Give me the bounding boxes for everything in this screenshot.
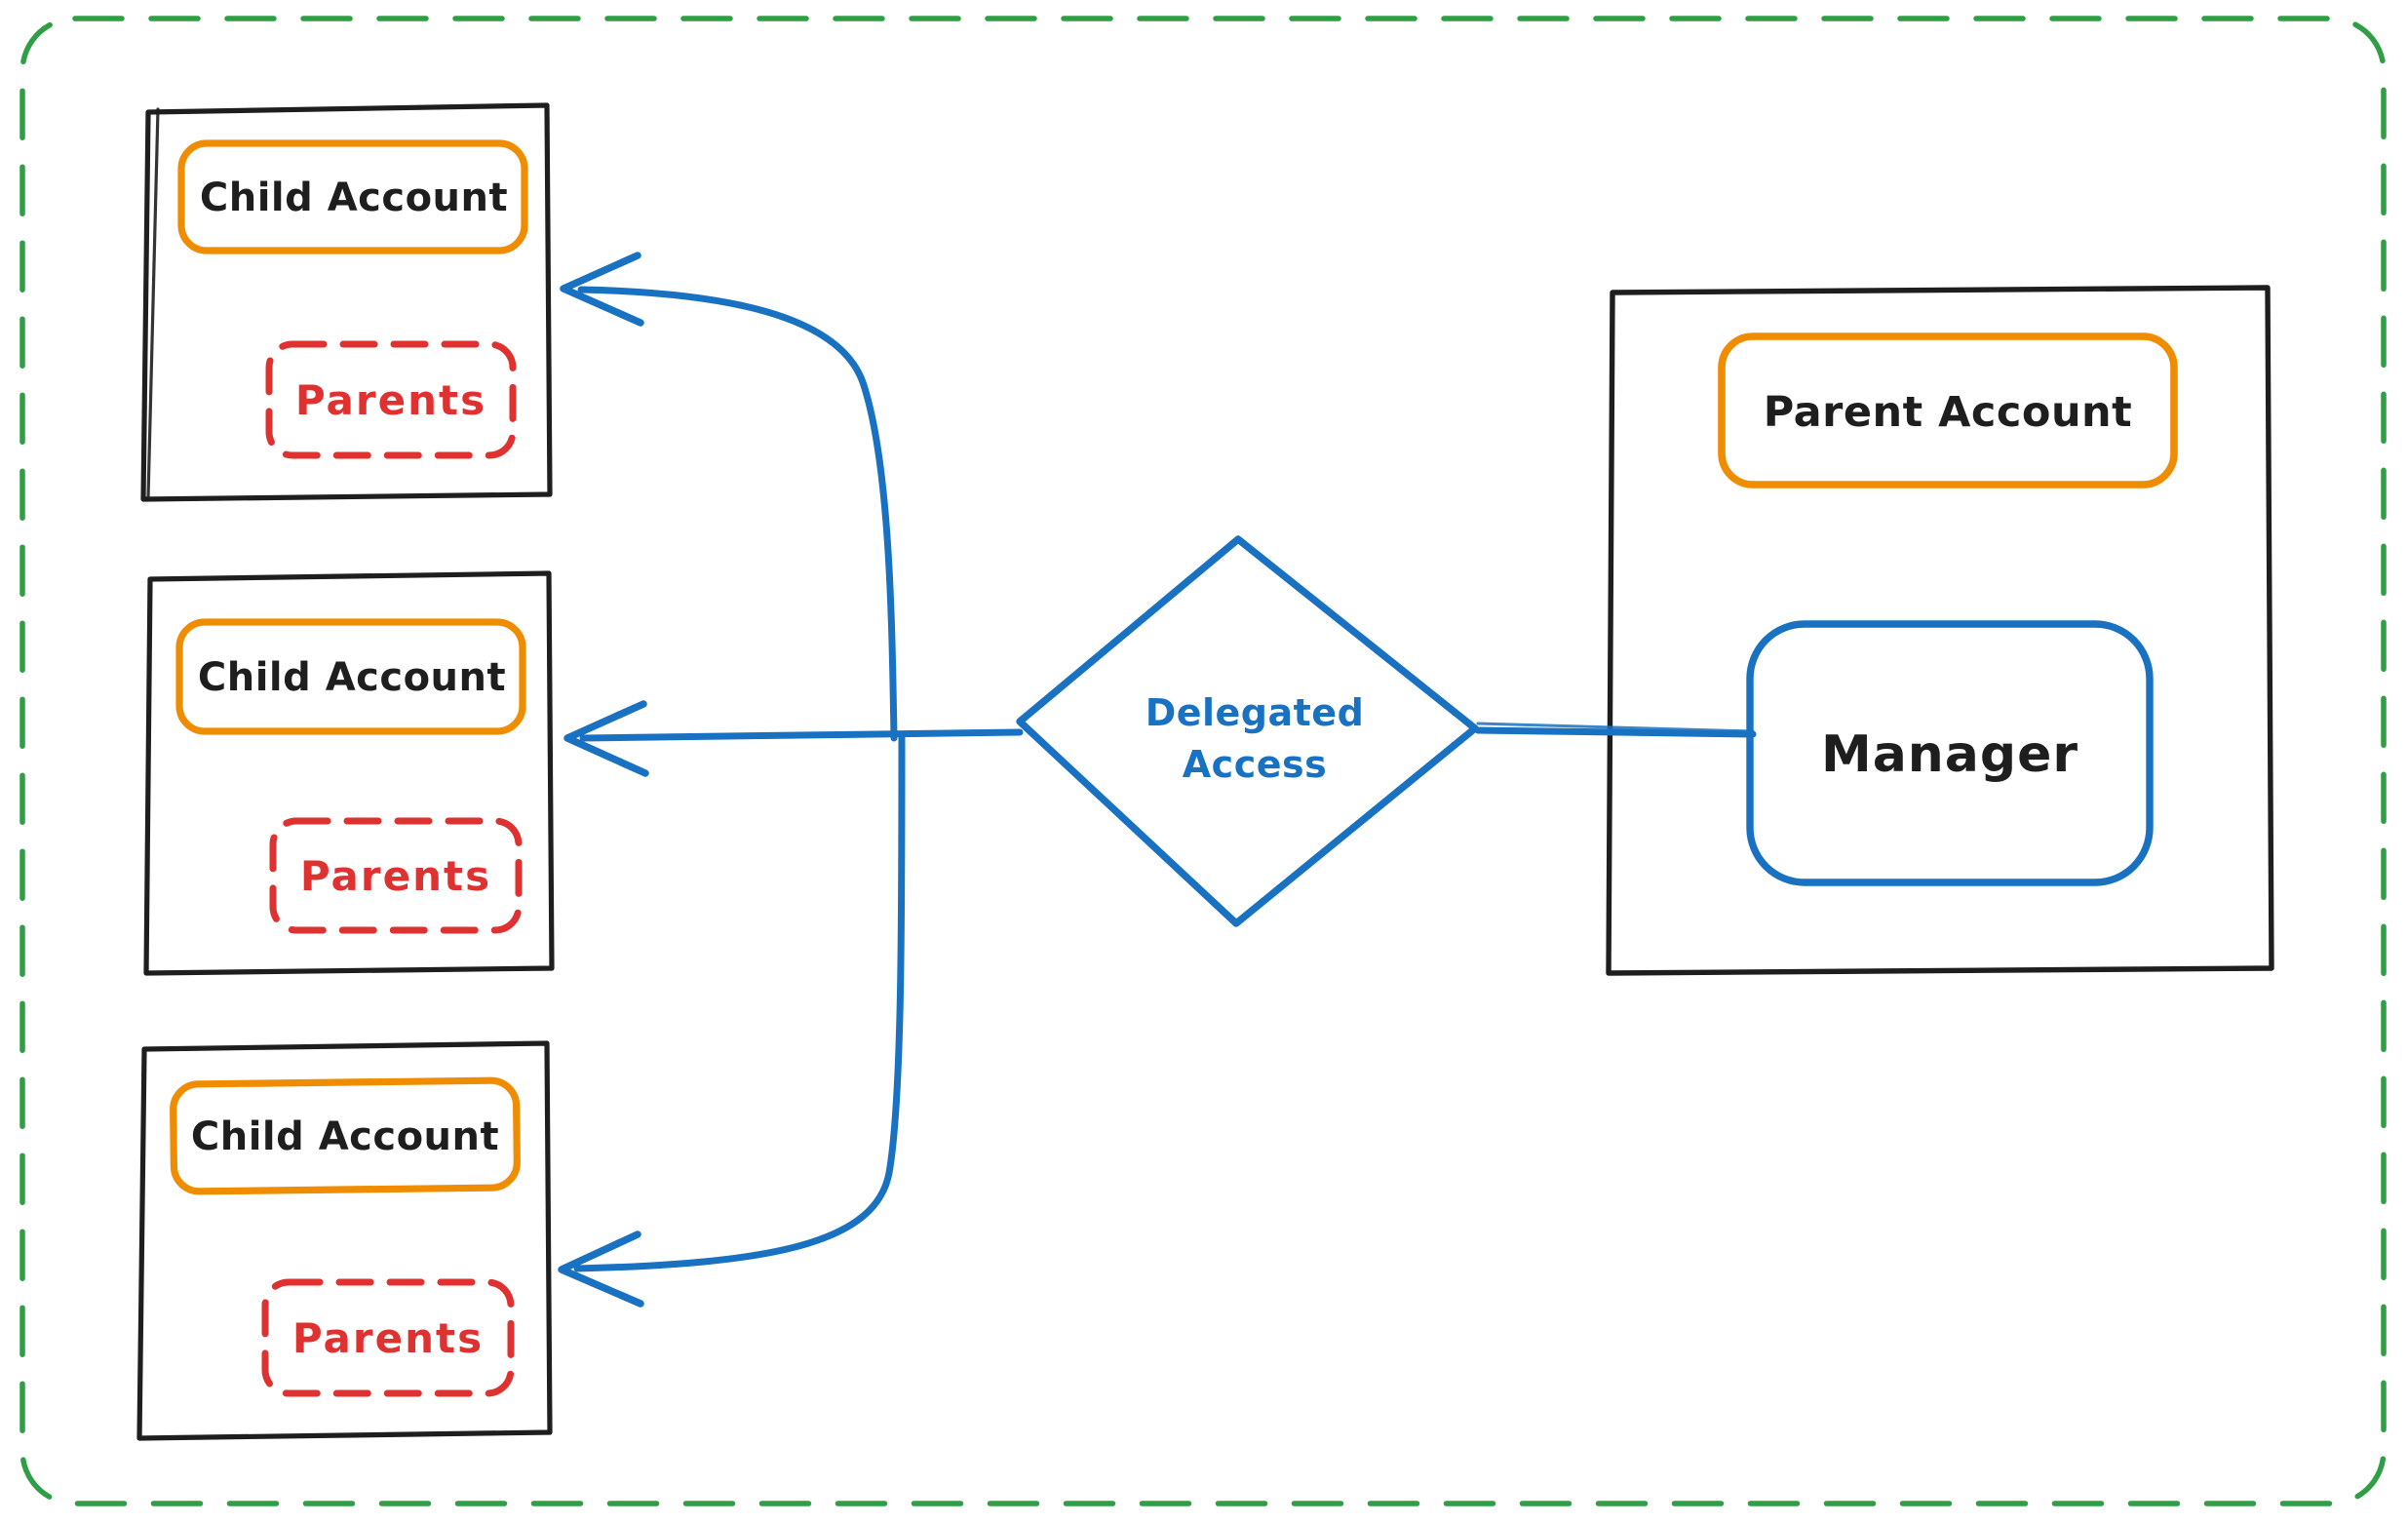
child-account-card-3: Child Account Parents: [136, 1040, 553, 1441]
child-account-badge-1-label: Child Account: [200, 176, 508, 220]
parents-badge-3-label: Parents: [292, 1314, 484, 1362]
child-account-card-1: Child Account Parents: [140, 102, 553, 502]
arrow-to-child-2-shaft: [579, 728, 1024, 742]
child-account-card-2: Child Account Parents: [143, 570, 555, 976]
arrow-to-child-3-head: [558, 1231, 644, 1308]
parents-badge-3: [261, 1278, 515, 1397]
manager-node: [1746, 620, 2154, 886]
parent-account-card-frame: [1606, 285, 2274, 976]
delegated-access-diamond: [1016, 535, 1479, 927]
child-account-card-2-frame: [143, 570, 555, 976]
manager-node-label: Manager: [1821, 725, 2078, 784]
arrow-to-child-2-head: [563, 700, 649, 777]
manager-to-diamond-connector: [1474, 726, 1757, 738]
parent-account-badge: [1718, 332, 2178, 488]
parent-account-card: Parent Account Manager: [1606, 285, 2274, 976]
child-account-badge-2: [175, 618, 526, 735]
child-account-badge-3-label: Child Account: [191, 1114, 499, 1159]
child-account-badge-1: [177, 139, 528, 254]
delegated-access-label-line1: Delegated: [1146, 691, 1365, 734]
parent-account-badge-label: Parent Account: [1764, 388, 2132, 437]
arrow-to-child-3-shaft: [573, 734, 906, 1272]
connectors: [558, 252, 1757, 1308]
parents-badge-1-label: Parents: [295, 376, 486, 424]
child-account-card-1-frame: [140, 102, 553, 502]
parents-badge-1: [265, 340, 517, 459]
arrow-to-child-1-head: [560, 252, 644, 327]
delegated-access-node: Delegated Access: [1016, 535, 1479, 927]
child-account-badge-2-label: Child Account: [198, 655, 506, 700]
child-account-badge-3: [170, 1076, 521, 1195]
parents-badge-2: [269, 817, 523, 934]
manager-to-diamond-connector-sketch: [1476, 722, 1755, 733]
parents-badge-2-label: Parents: [300, 852, 491, 900]
child-account-card-1-sketch-accent: [146, 107, 160, 499]
arrow-to-child-1-shaft: [577, 286, 898, 742]
delegated-access-label-line2: Access: [1183, 743, 1327, 786]
child-account-card-3-frame: [136, 1040, 553, 1441]
